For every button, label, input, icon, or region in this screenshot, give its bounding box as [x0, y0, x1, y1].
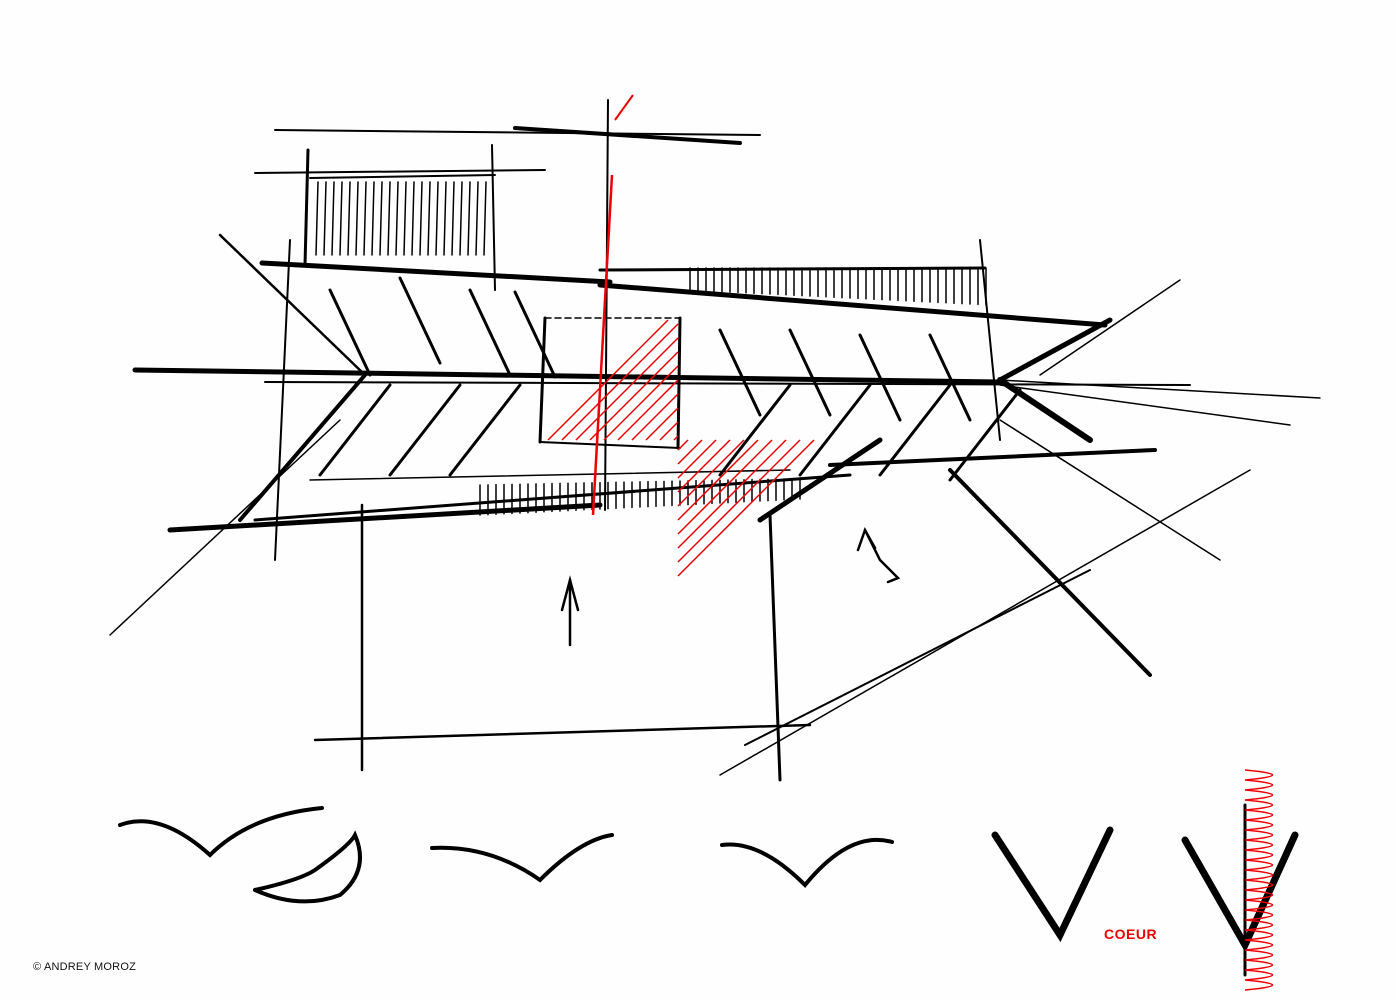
hatch-stroke — [403, 181, 407, 256]
main-bands — [109, 233, 1321, 782]
hatch-stroke — [395, 181, 399, 256]
chevron-stroke — [948, 388, 1022, 482]
hatch-stroke — [347, 181, 351, 256]
hatch-stroke — [459, 181, 463, 256]
hatch-stroke — [483, 181, 487, 256]
chevron-stroke — [858, 333, 902, 422]
hatch-stroke — [427, 181, 431, 256]
red-hatch — [659, 421, 679, 441]
hatch-stroke — [363, 181, 367, 256]
chevron-stroke — [798, 383, 872, 477]
right-hatching — [689, 267, 987, 306]
red-hatch — [673, 435, 679, 441]
red-hatch — [547, 319, 669, 441]
hatch-stroke — [387, 181, 391, 256]
central-square — [538, 99, 682, 511]
chevron-stroke — [448, 383, 522, 477]
red-hatch — [677, 439, 773, 535]
hatch-stroke — [331, 181, 335, 256]
hatch-stroke — [467, 181, 471, 256]
red-hatch — [603, 365, 679, 441]
chevron-strokes — [318, 276, 1022, 482]
red-hatch — [561, 323, 679, 441]
red-hatch — [677, 439, 787, 549]
red-hatch — [677, 439, 703, 465]
chevron-stroke — [388, 383, 462, 477]
chevron-stroke — [788, 328, 832, 417]
hatch-stroke — [339, 181, 343, 256]
hatch-stroke — [411, 181, 415, 256]
chevron-stroke — [718, 383, 792, 477]
hatch-stroke — [443, 181, 447, 256]
chevron-stroke — [318, 383, 392, 477]
red-hatch — [631, 393, 679, 441]
arrow-icon — [560, 526, 901, 647]
red-hatch — [677, 439, 717, 479]
red-hatch — [677, 439, 745, 507]
lower-hatching — [479, 477, 801, 516]
red-hatch — [677, 439, 689, 451]
red-square-hatching — [547, 319, 815, 577]
chevron-stroke — [928, 333, 972, 422]
copyright-credit: © ANDREY MOROZ — [33, 961, 136, 973]
chevron-stroke — [468, 288, 512, 377]
hatch-stroke — [475, 181, 479, 256]
upper-block-hatching — [315, 181, 487, 256]
bird-sequence — [118, 803, 1299, 977]
red-hatch — [589, 351, 679, 441]
hatch-stroke — [379, 181, 383, 256]
hatch-stroke — [315, 181, 319, 256]
red-hatch — [677, 439, 815, 577]
coeur-annotation: COEUR — [1104, 926, 1158, 942]
chevron-stroke — [878, 383, 952, 477]
chevron-stroke — [328, 288, 372, 377]
upper-block — [303, 144, 496, 291]
red-accents — [547, 94, 1273, 991]
chevron-stroke — [513, 290, 557, 379]
red-hatch — [645, 407, 679, 441]
red-hatch — [677, 439, 731, 493]
hatch-stroke — [371, 181, 375, 256]
hatch-stroke — [323, 181, 327, 256]
red-spiral — [1244, 769, 1273, 991]
hatch-stroke — [355, 181, 359, 256]
hatch-stroke — [451, 181, 455, 256]
red-hatch — [677, 439, 801, 563]
chevron-stroke — [718, 328, 762, 417]
red-hatch — [575, 337, 679, 441]
hatch-stroke — [435, 181, 439, 256]
chevron-stroke — [398, 276, 442, 365]
top-lines — [254, 126, 761, 174]
red-hatch — [617, 379, 679, 441]
hatch-stroke — [419, 181, 423, 256]
red-hatch — [677, 439, 759, 521]
